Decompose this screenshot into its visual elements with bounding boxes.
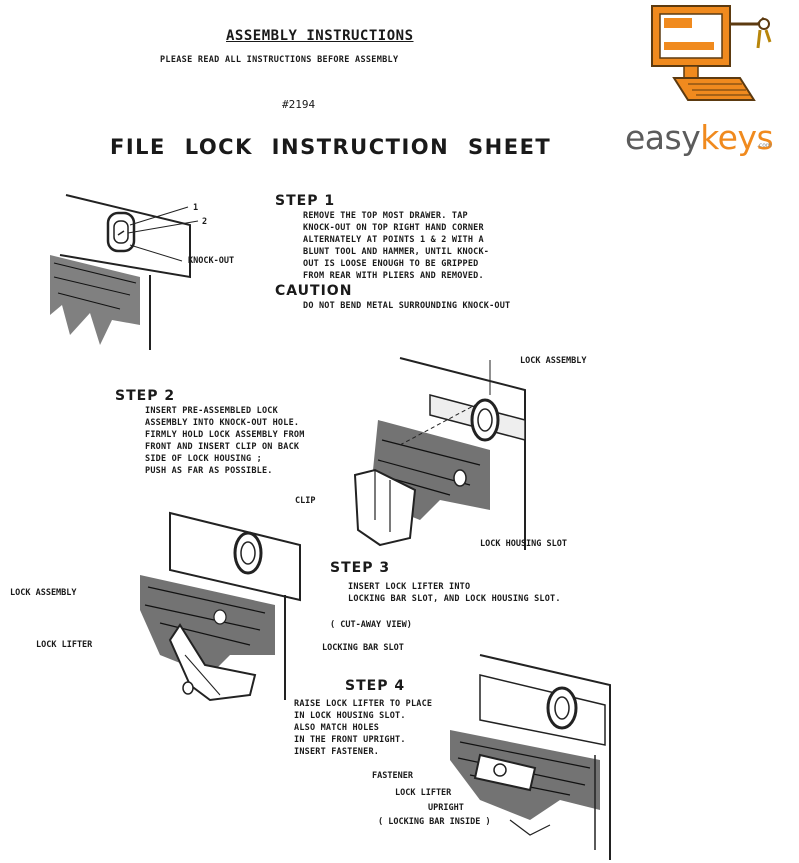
step1-text: REMOVE THE TOP MOST DRAWER. TAP KNOCK-OU… [303, 210, 489, 282]
step1-label-point2: 2 [202, 217, 207, 227]
step2-text: INSERT PRE-ASSEMBLED LOCK ASSEMBLY INTO … [145, 405, 305, 477]
step2-illustration [330, 350, 540, 550]
step4-illustration [440, 650, 620, 860]
step4-label-upright: UPRIGHT [428, 803, 464, 813]
step2-label-lock-assembly: LOCK ASSEMBLY [520, 356, 587, 366]
document-number: #2194 [282, 98, 315, 111]
step4-label-lock-lifter: LOCK LIFTER [395, 788, 451, 798]
step1-label-knockout: KNOCK-OUT [188, 256, 234, 266]
logo-domain: .com [757, 142, 772, 149]
header-title: ASSEMBLY INSTRUCTIONS [226, 28, 414, 44]
step3-illustration [100, 505, 310, 705]
step3-label-cutaway: ( CUT-AWAY VIEW) [330, 620, 412, 630]
step3-label-lock-lifter: LOCK LIFTER [36, 640, 92, 650]
step1-label-point1: 1 [193, 203, 198, 213]
step2-label-lock-housing-slot: LOCK HOUSING SLOT [480, 539, 567, 549]
step2-heading: STEP 2 [115, 388, 175, 404]
step4-label-fastener: FASTENER [372, 771, 413, 781]
step3-label-locking-bar-slot: LOCKING BAR SLOT [322, 643, 404, 653]
easykeys-logo-text: easykeys [625, 118, 773, 157]
header-subtitle: PLEASE READ ALL INSTRUCTIONS BEFORE ASSE… [160, 55, 398, 65]
step4-heading: STEP 4 [345, 678, 405, 694]
page-title: FILE LOCK INSTRUCTION SHEET [110, 135, 551, 159]
caution-text: DO NOT BEND METAL SURROUNDING KNOCK-OUT [303, 300, 510, 312]
step1-heading: STEP 1 [275, 193, 335, 209]
step3-heading: STEP 3 [330, 560, 390, 576]
step3-label-lock-assembly: LOCK ASSEMBLY [10, 588, 77, 598]
step3-text: INSERT LOCK LIFTER INTO LOCKING BAR SLOT… [348, 581, 561, 605]
step4-text: RAISE LOCK LIFTER TO PLACE IN LOCK HOUSI… [294, 698, 432, 758]
easykeys-logo-graphic [640, 2, 780, 114]
caution-heading: CAUTION [275, 283, 352, 299]
step4-label-locking-bar-inside: ( LOCKING BAR INSIDE ) [378, 817, 491, 827]
